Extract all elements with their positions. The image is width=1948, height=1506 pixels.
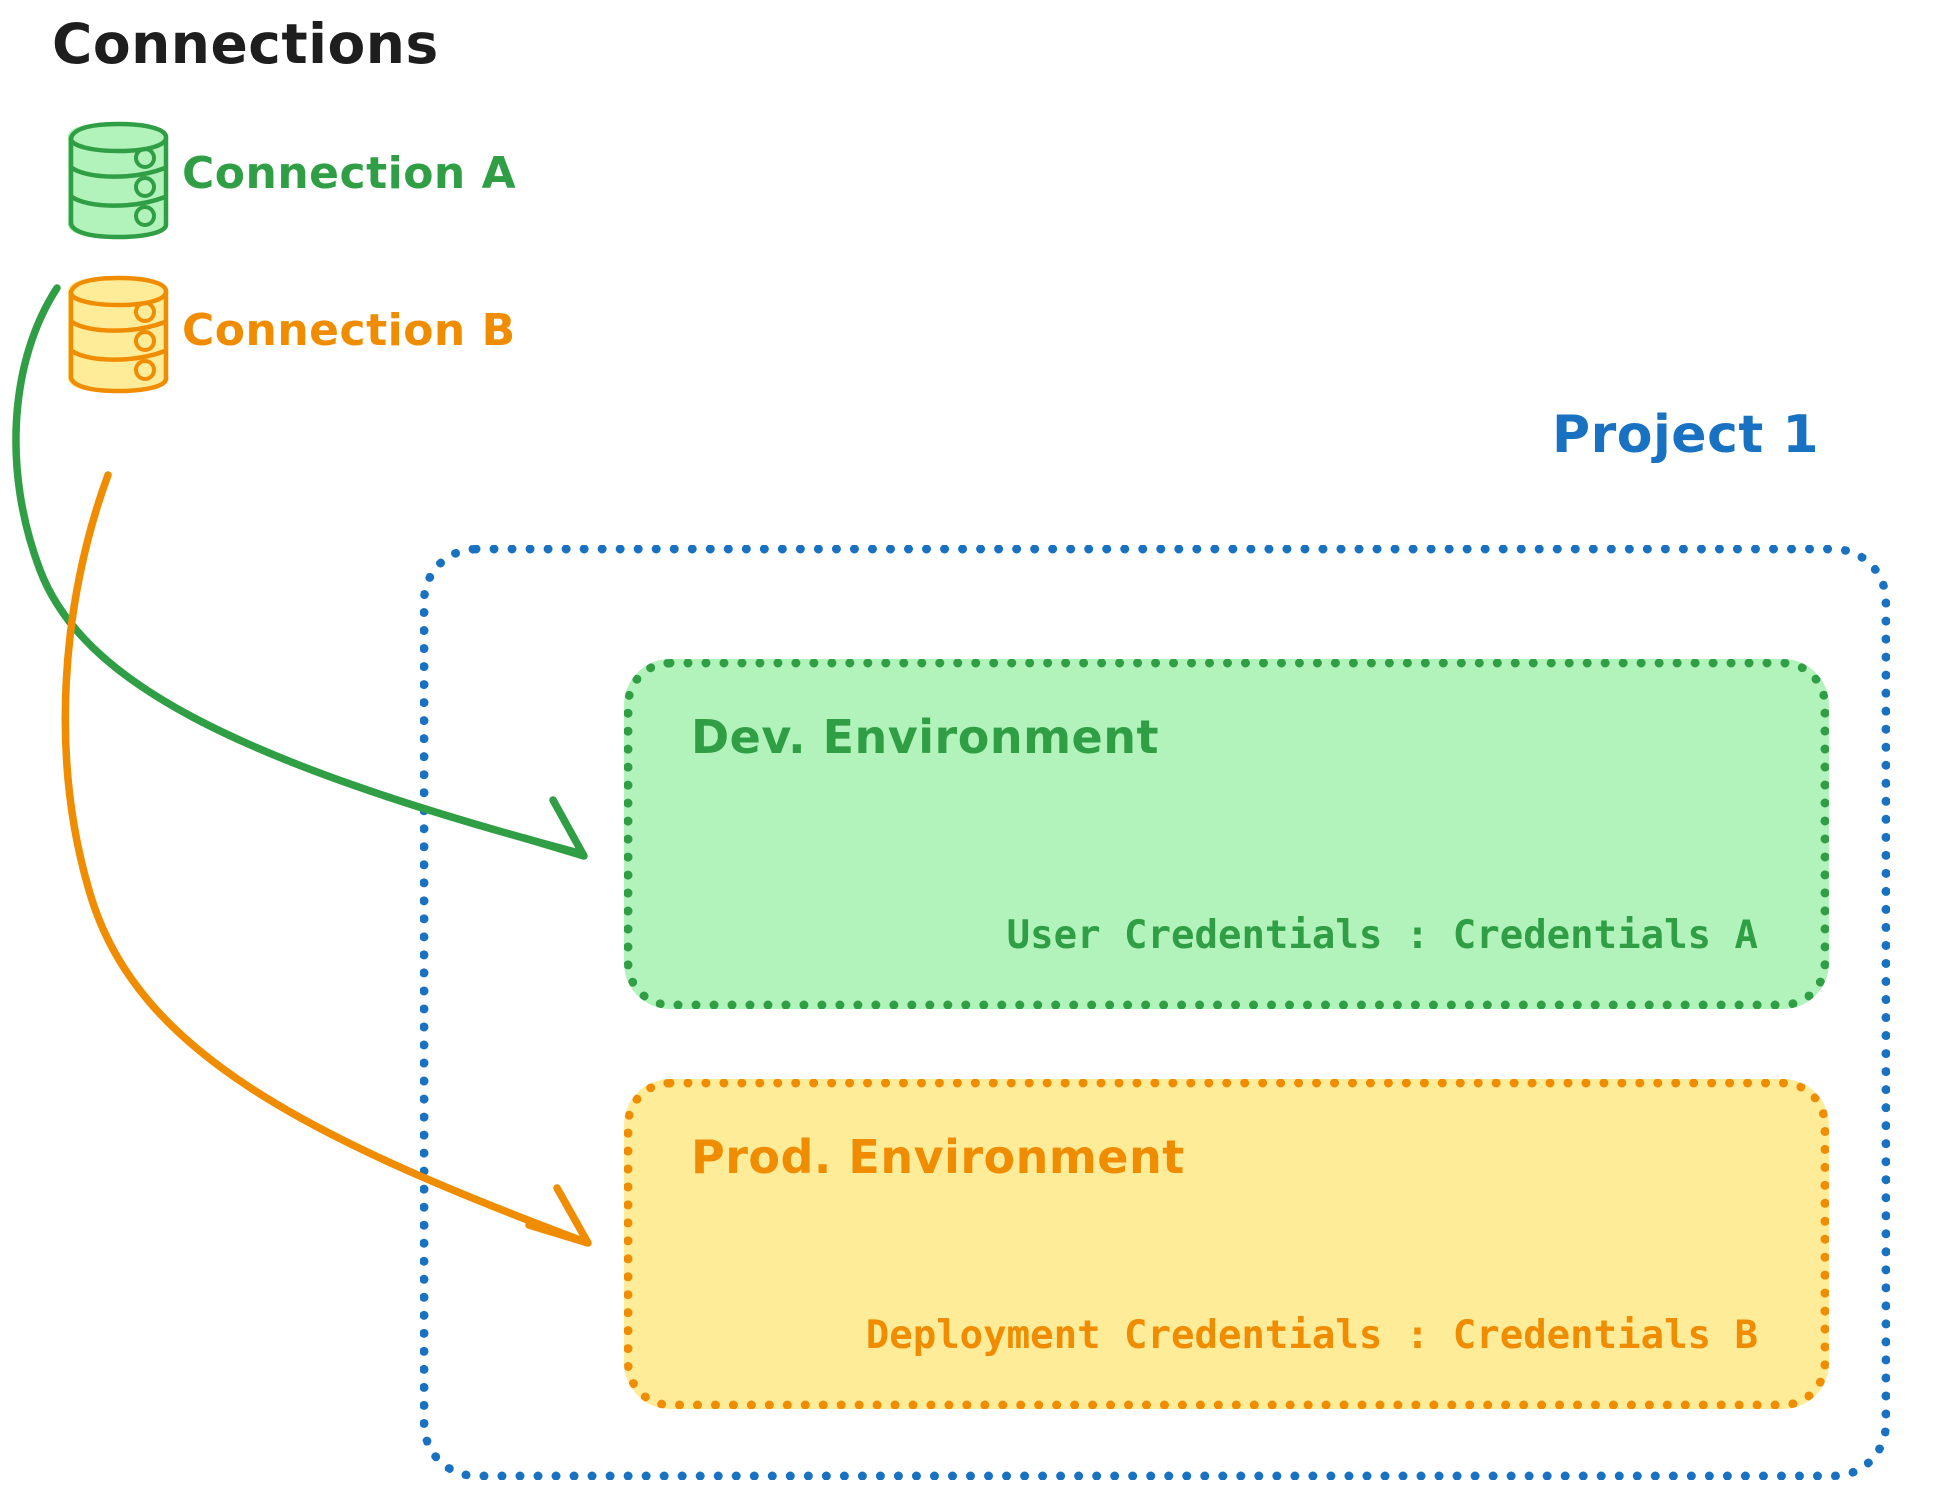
connection-a-label: Connection A xyxy=(182,148,517,199)
prod-environment-box: Prod. Environment Deployment Credentials… xyxy=(624,1079,1829,1409)
database-cylinder-icon-connection-a xyxy=(68,121,169,240)
database-cylinder-icon-connection-b xyxy=(68,275,169,394)
dev-environment-title: Dev. Environment xyxy=(691,710,1159,764)
connection-b-label: Connection B xyxy=(182,305,516,356)
connections-heading: Connections xyxy=(52,12,439,76)
prod-environment-title: Prod. Environment xyxy=(691,1130,1185,1184)
dev-environment-box: Dev. Environment User Credentials : Cred… xyxy=(624,659,1829,1009)
dev-environment-credentials: User Credentials : Credentials A xyxy=(1006,913,1758,958)
project-label: Project 1 xyxy=(1552,405,1820,465)
project-container: Dev. Environment User Credentials : Cred… xyxy=(420,545,1890,1480)
prod-environment-credentials: Deployment Credentials : Credentials B xyxy=(865,1313,1758,1358)
